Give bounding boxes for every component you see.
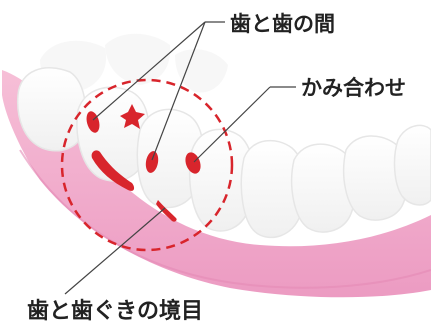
plaque-spot-right xyxy=(185,152,201,174)
label-bite-surface: かみ合わせ xyxy=(301,76,406,100)
leader-lines xyxy=(64,21,296,295)
tooth-8 xyxy=(393,124,431,206)
leader-right-diag xyxy=(193,86,271,163)
plaque-spot-middle xyxy=(145,151,159,173)
plaque-spot-crescent xyxy=(91,150,135,191)
plaque-spot-gumline xyxy=(156,200,177,222)
label-gum-line: 歯と歯ぐきの境目 xyxy=(27,299,204,324)
gum-lower-edge xyxy=(19,149,431,289)
tooth-6 xyxy=(290,143,357,233)
leader-top-to-left xyxy=(92,21,206,121)
plaque-spot-star xyxy=(120,104,145,129)
label-between-teeth: 歯と歯の間 xyxy=(230,12,335,36)
front-teeth xyxy=(16,67,431,239)
highlight-circle xyxy=(60,78,234,252)
leader-top-to-middle xyxy=(151,21,206,161)
leader-bottom xyxy=(64,207,166,295)
tooth-7 xyxy=(342,135,409,221)
gum-shape xyxy=(2,70,431,298)
